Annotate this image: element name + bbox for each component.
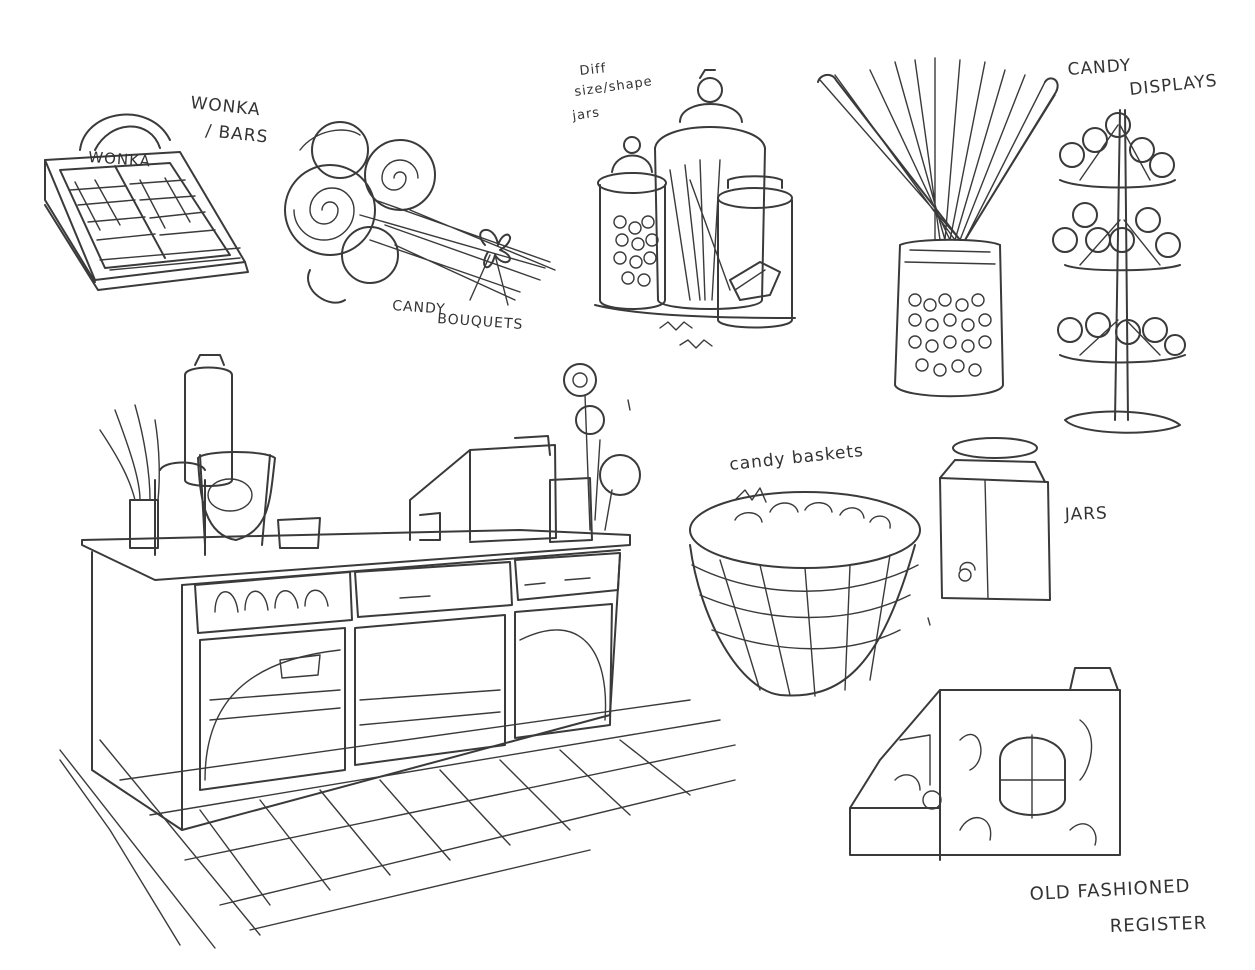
label-candy: CANDY <box>392 298 446 318</box>
square-jar-sketch <box>939 437 1051 601</box>
candy-stick-jar-sketch <box>817 57 1059 398</box>
candy-counter-sketch <box>59 354 736 949</box>
label-jars: JARS <box>1063 504 1108 526</box>
label-candy-baskets: candy baskets <box>728 441 864 475</box>
label-jars-small: jars <box>570 105 601 124</box>
label-register: REGISTER <box>1109 913 1207 937</box>
label-diff: Diff <box>579 61 607 79</box>
tiered-candy-display-sketch <box>1052 109 1186 434</box>
label-bouquets: BOUQUETS <box>437 311 524 333</box>
label-old-fashioned: OLD FASHIONED <box>1029 876 1191 905</box>
wonka-bar-tray-sketch: WONKA <box>44 113 249 291</box>
label-candy-display: CANDY <box>1067 56 1132 80</box>
old-register-sketch <box>849 667 1121 861</box>
candy-bouquet-sketch <box>284 121 556 306</box>
candy-basket-sketch <box>689 487 931 697</box>
label-displays: DISPLAYS <box>1128 71 1218 100</box>
label-wonka: WONKA <box>189 93 261 120</box>
label-bars: / BARS <box>204 121 269 147</box>
candy-jars-sketch <box>594 69 796 349</box>
wonka-logo-text: WONKA <box>88 148 152 170</box>
